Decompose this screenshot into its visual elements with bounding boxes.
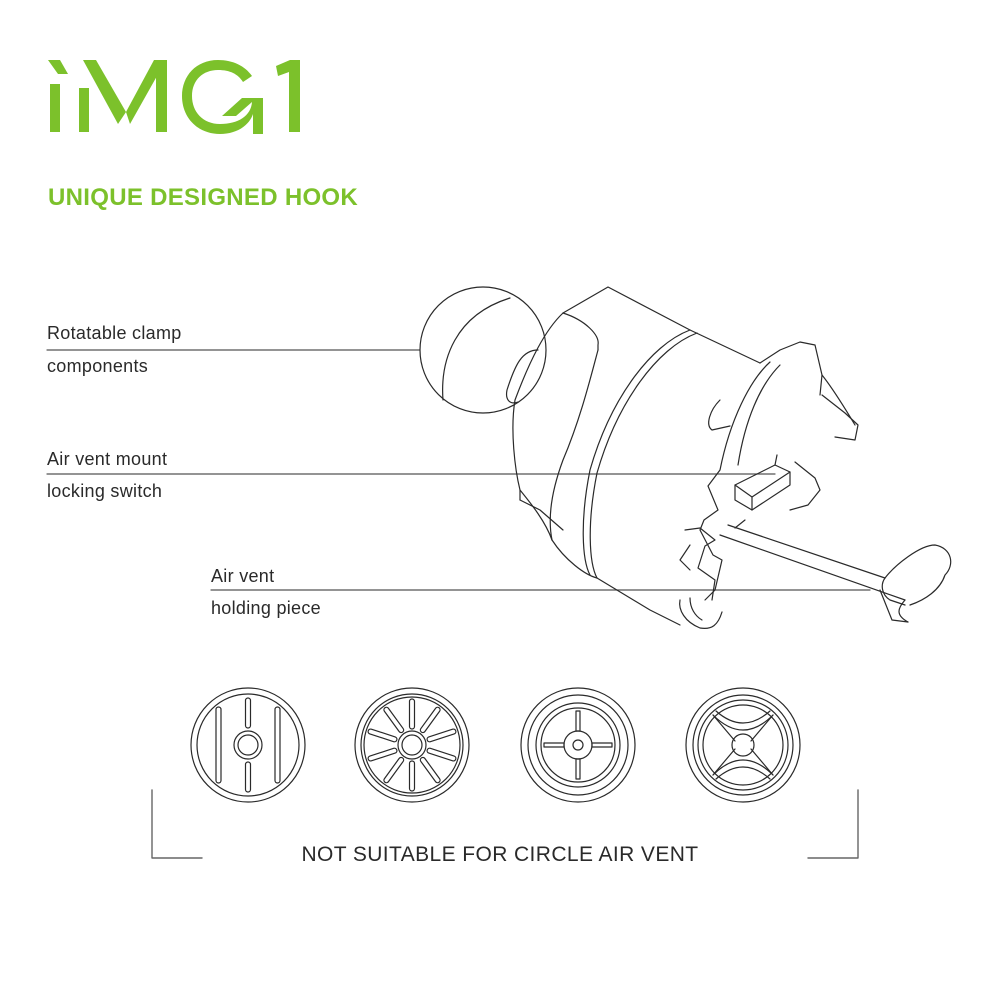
brand-logo xyxy=(48,60,300,134)
cross-spoke-vent-icon xyxy=(520,687,636,803)
vertical-slat-vent-icon xyxy=(190,687,306,803)
callout-rotatable-clamp-line1: Rotatable clamp xyxy=(47,323,182,343)
left-bracket xyxy=(151,789,203,859)
headline: UNIQUE DESIGNED HOOK xyxy=(48,184,359,211)
x-curve-vent-icon xyxy=(685,687,801,803)
callout-locking-switch-line1: Air vent mount xyxy=(47,449,168,469)
footer-note: NOT SUITABLE FOR CIRCLE AIR VENT xyxy=(301,843,699,866)
vent-mount-illustration xyxy=(419,286,952,630)
callout-locking-switch-line2: locking switch xyxy=(47,481,163,501)
callout-holding-piece-line1: Air vent xyxy=(211,566,275,586)
callout-holding-piece-line2: holding piece xyxy=(211,598,321,618)
right-bracket xyxy=(807,789,859,859)
radial-spoke-vent-icon xyxy=(354,687,470,803)
callout-rotatable-clamp-line2: components xyxy=(47,356,149,376)
